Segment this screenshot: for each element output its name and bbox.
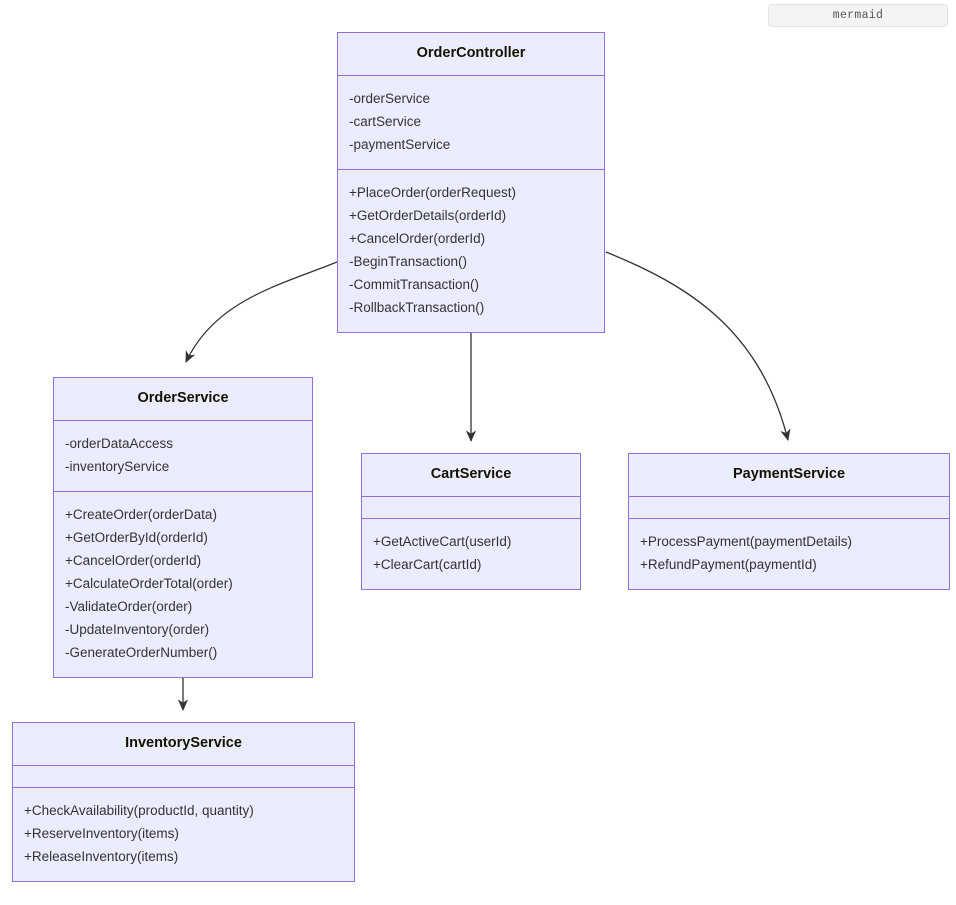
class-method: +ProcessPayment(paymentDetails): [640, 533, 852, 549]
class-method: +CancelOrder(orderId): [65, 552, 202, 568]
class-node-ordercontroller[interactable]: OrderController -orderService -cartServi…: [337, 32, 605, 333]
class-title-paymentservice: PaymentService: [732, 466, 846, 482]
class-method: +CheckAvailability(productId, quantity): [24, 802, 254, 818]
class-methods-cartservice: +GetActiveCart(userId) +ClearCart(cartId…: [362, 517, 580, 589]
class-method: -BeginTransaction(): [349, 253, 468, 269]
class-attributes-paymentservice: [629, 495, 949, 518]
class-title-orderservice: OrderService: [137, 390, 229, 406]
class-attribute: -orderService: [349, 90, 431, 106]
class-attributes-ordercontroller: -orderService -cartService -paymentServi…: [338, 74, 604, 169]
class-method: +ClearCart(cartId): [373, 556, 482, 572]
class-attribute: -paymentService: [349, 136, 451, 152]
edge-ordercontroller-to-orderservice: [185, 261, 338, 363]
class-method: +GetOrderById(orderId): [65, 529, 208, 545]
class-methods-orderservice: +CreateOrder(orderData) +GetOrderById(or…: [54, 490, 312, 677]
class-node-cartservice[interactable]: CartService +GetActiveCart(userId) +Clea…: [361, 453, 581, 590]
class-method: +GetOrderDetails(orderId): [349, 207, 507, 223]
class-method: +ReleaseInventory(items): [24, 848, 179, 864]
class-title-ordercontroller: OrderController: [416, 45, 526, 61]
class-node-inventoryservice[interactable]: InventoryService +CheckAvailability(prod…: [12, 722, 355, 882]
class-methods-paymentservice: +ProcessPayment(paymentDetails) +RefundP…: [629, 517, 949, 589]
class-attribute: -cartService: [349, 113, 422, 129]
class-attribute: -inventoryService: [65, 458, 170, 474]
class-method: +CalculateOrderTotal(order): [65, 575, 233, 591]
class-title-cartservice: CartService: [430, 466, 512, 482]
class-node-paymentservice[interactable]: PaymentService +ProcessPayment(paymentDe…: [628, 453, 950, 590]
class-method: +CreateOrder(orderData): [65, 506, 217, 522]
class-attribute: -orderDataAccess: [65, 435, 174, 451]
edge-ordercontroller-to-paymentservice: [605, 251, 791, 442]
class-node-orderservice[interactable]: OrderService -orderDataAccess -inventory…: [53, 377, 313, 678]
class-method: -GenerateOrderNumber(): [65, 644, 218, 660]
class-method: -UpdateInventory(order): [65, 621, 210, 637]
class-method: +GetActiveCart(userId): [373, 533, 512, 549]
class-method: +RefundPayment(paymentId): [640, 556, 817, 572]
class-attributes-inventoryservice: [13, 764, 354, 787]
class-method: -ValidateOrder(order): [65, 598, 193, 614]
class-title-inventoryservice: InventoryService: [125, 735, 242, 751]
class-methods-ordercontroller: +PlaceOrder(orderRequest) +GetOrderDetai…: [338, 168, 604, 332]
class-method: +CancelOrder(orderId): [349, 230, 486, 246]
class-attributes-orderservice: -orderDataAccess -inventoryService: [54, 419, 312, 491]
class-method: -CommitTransaction(): [349, 276, 480, 292]
class-methods-inventoryservice: +CheckAvailability(productId, quantity) …: [13, 786, 354, 881]
class-method: -RollbackTransaction(): [349, 299, 485, 315]
class-method: +PlaceOrder(orderRequest): [349, 184, 516, 200]
class-attributes-cartservice: [362, 495, 580, 518]
mermaid-badge: mermaid: [768, 4, 948, 27]
class-method: +ReserveInventory(items): [24, 825, 179, 841]
